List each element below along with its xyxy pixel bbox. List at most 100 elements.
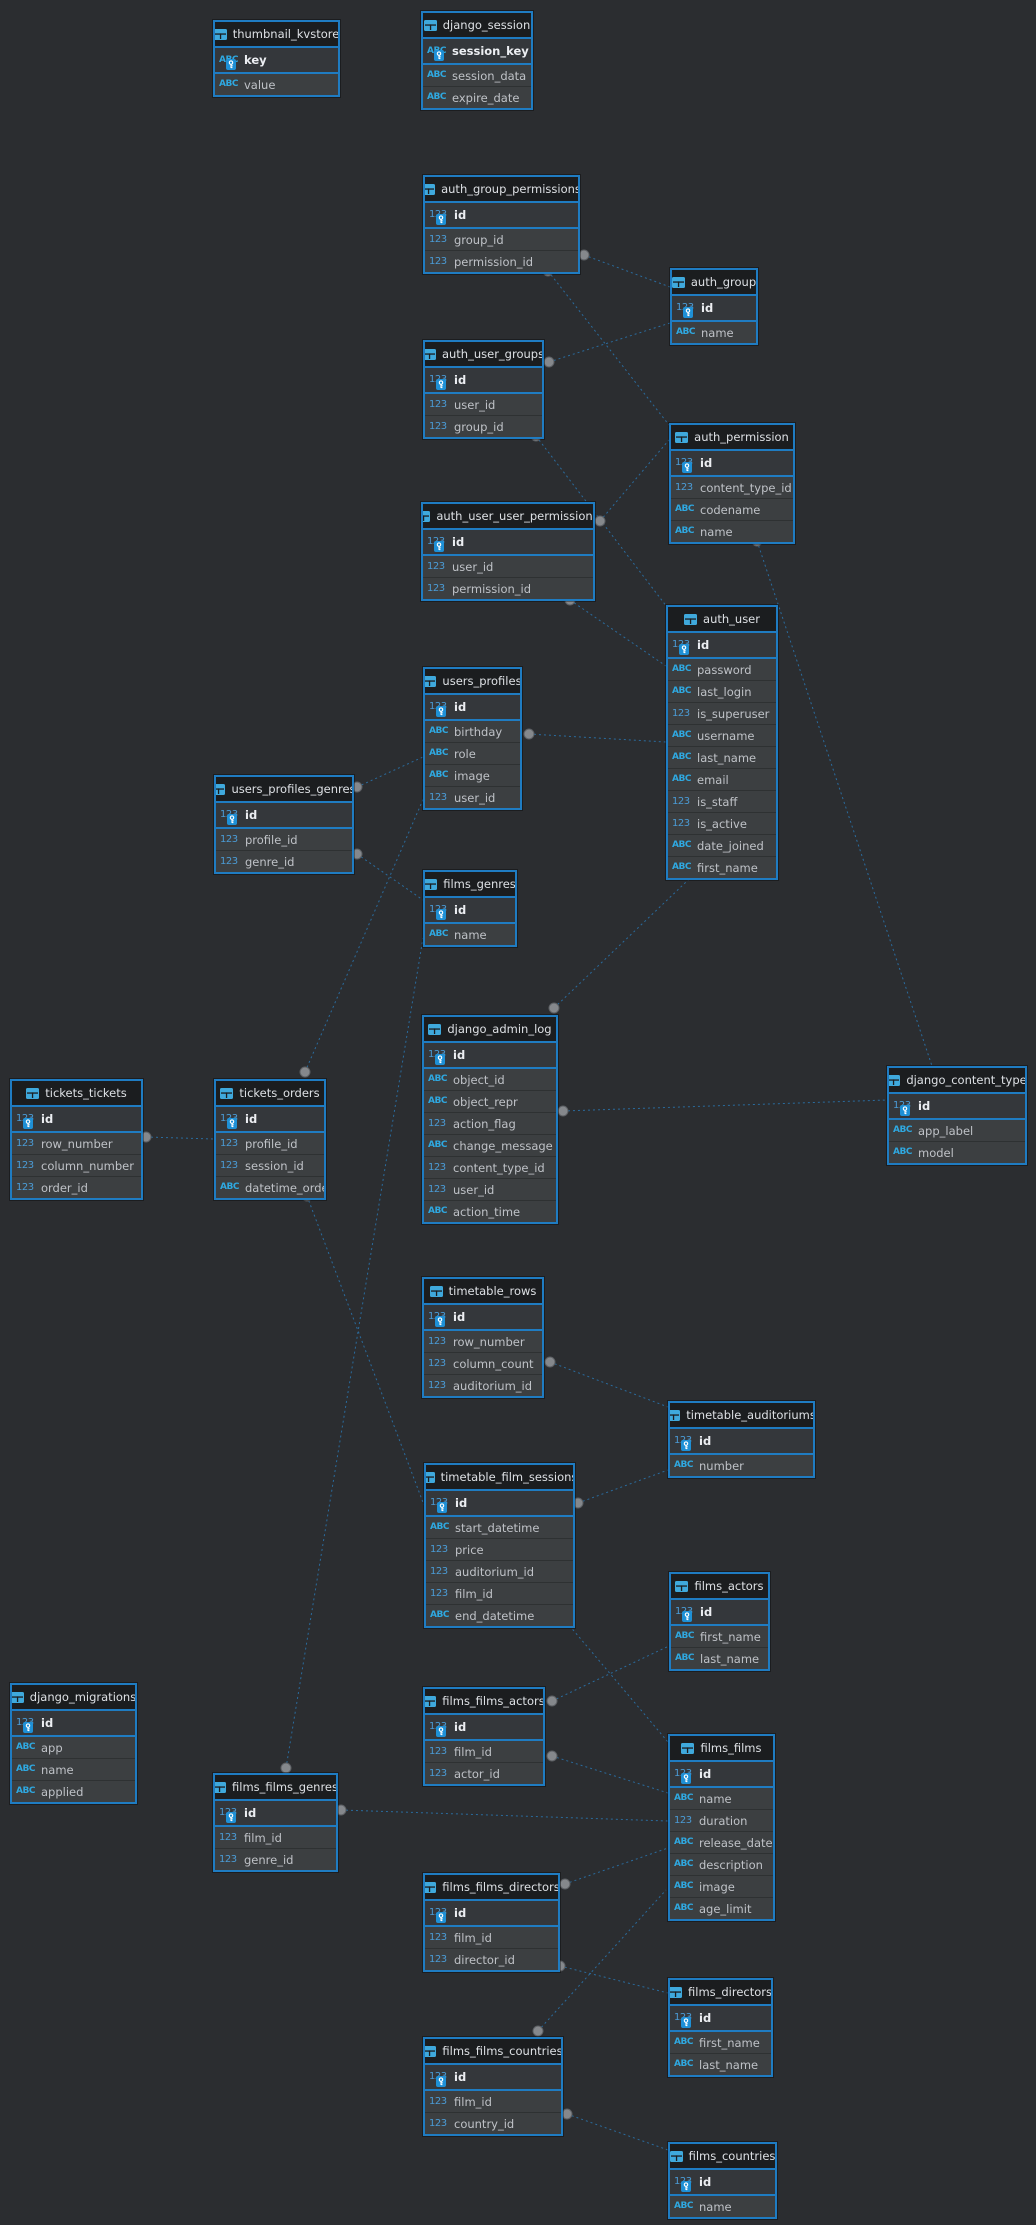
table-auth_user_groups[interactable]: auth_user_groups123id123user_id123group_…: [423, 340, 544, 439]
table-header[interactable]: django_content_type: [889, 1068, 1025, 1094]
relationship-edge-users_profiles_genres-to-films_genres[interactable]: [356, 853, 424, 901]
table-header[interactable]: auth_user_user_permissions: [423, 504, 593, 530]
relationship-edge-tickets_tickets-to-tickets_orders[interactable]: [145, 1136, 215, 1140]
field-row-id[interactable]: 123id: [425, 1715, 543, 1741]
field-row-id[interactable]: 123id: [425, 203, 578, 229]
relationship-edge-films_films_actors-to-films_actors[interactable]: [551, 1645, 670, 1702]
table-header[interactable]: users_profiles_genres: [216, 777, 352, 803]
table-header[interactable]: films_films_genres: [215, 1775, 336, 1801]
field-row-id[interactable]: 123id: [424, 1305, 542, 1331]
table-header[interactable]: auth_permission: [671, 425, 793, 451]
relationship-edge-timetable_film_sessions-to-timetable_auditoriums[interactable]: [577, 1469, 669, 1504]
table-header[interactable]: auth_user: [668, 607, 776, 633]
table-films_countries[interactable]: films_countries123idABCname: [668, 2142, 777, 2219]
table-header[interactable]: django_migrations: [12, 1685, 135, 1711]
table-header[interactable]: tickets_tickets: [12, 1081, 141, 1107]
table-auth_group_permissions[interactable]: auth_group_permissions123id123group_id12…: [423, 175, 580, 274]
field-row-key[interactable]: ABCkey: [215, 48, 338, 74]
table-header[interactable]: tickets_orders: [216, 1081, 324, 1107]
table-django_migrations[interactable]: django_migrations123idABCappABCnameABCap…: [10, 1683, 137, 1804]
table-header[interactable]: users_profiles: [425, 669, 520, 695]
relationship-edge-tickets_orders-to-timetable_film_sessions[interactable]: [306, 1195, 425, 1506]
relationship-edge-users_profiles_genres-to-users_profiles[interactable]: [356, 756, 424, 788]
field-row-id[interactable]: 123id: [424, 1043, 556, 1069]
table-tickets_orders[interactable]: tickets_orders123id123profile_id123sessi…: [214, 1079, 326, 1200]
relationship-edge-users_profiles-to-auth_user[interactable]: [528, 733, 667, 743]
relationship-edge-auth_group_permissions-to-auth_group[interactable]: [583, 254, 671, 288]
relationship-edge-timetable_film_sessions-to-films_films[interactable]: [562, 1617, 669, 1743]
table-header[interactable]: auth_group: [672, 270, 756, 296]
field-row-id[interactable]: 123id: [670, 1429, 813, 1455]
table-films_films_genres[interactable]: films_films_genres123id123film_id123genr…: [213, 1773, 338, 1872]
table-header[interactable]: films_actors: [671, 1574, 768, 1600]
relationship-edge-auth_user_user_permissions-to-auth_user[interactable]: [569, 599, 667, 667]
table-header[interactable]: films_directors: [670, 1980, 771, 2006]
field-row-id[interactable]: 123id: [668, 633, 776, 659]
relationship-edge-auth_user_groups-to-auth_group[interactable]: [548, 322, 671, 363]
relationship-edge-auth_permission-to-django_content_type[interactable]: [756, 540, 933, 1067]
field-row-id[interactable]: 123id: [425, 2065, 561, 2091]
table-header[interactable]: timetable_auditoriums: [670, 1403, 813, 1429]
relationship-edge-films_films_countries-to-films_countries[interactable]: [566, 2113, 669, 2151]
field-row-id[interactable]: 123id: [425, 1901, 558, 1927]
table-header[interactable]: auth_user_groups: [425, 342, 542, 368]
field-row-id[interactable]: 123id: [672, 296, 756, 322]
table-films_films[interactable]: films_films123idABCname123durationABCrel…: [668, 1734, 775, 1921]
relationship-edge-films_films_directors-to-films_directors[interactable]: [559, 1965, 669, 1994]
table-timetable_film_sessions[interactable]: timetable_film_sessions123idABCstart_dat…: [424, 1463, 575, 1628]
relationship-edge-films_films_genres-to-films_genres[interactable]: [285, 937, 424, 1769]
table-timetable_rows[interactable]: timetable_rows123id123row_number123colum…: [422, 1277, 544, 1398]
field-row-id[interactable]: 123id: [425, 368, 542, 394]
field-row-id[interactable]: 123id: [670, 2006, 771, 2032]
table-header[interactable]: films_films_countries: [425, 2039, 561, 2065]
table-films_films_countries[interactable]: films_films_countries123id123film_id123c…: [423, 2037, 563, 2136]
table-films_actors[interactable]: films_actors123idABCfirst_nameABClast_na…: [669, 1572, 770, 1671]
relationship-edge-tickets_orders-to-users_profiles[interactable]: [304, 794, 426, 1073]
relationship-edge-films_films_countries-to-films_films[interactable]: [537, 1889, 667, 2032]
table-users_profiles[interactable]: users_profiles123idABCbirthdayABCroleABC…: [423, 667, 522, 810]
